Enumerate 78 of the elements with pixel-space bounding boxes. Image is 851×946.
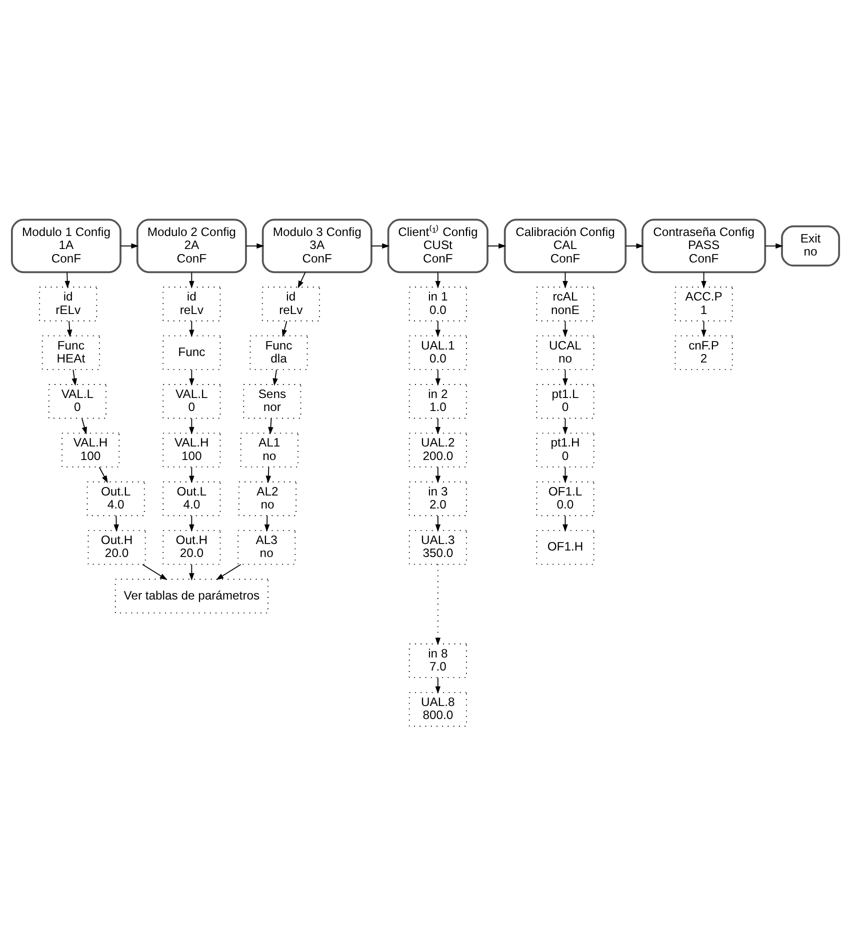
node-box: Contraseña Config PASS ConF — [642, 218, 766, 274]
arrow — [98, 466, 108, 484]
node-box: AL1 no — [240, 432, 298, 468]
arrow — [264, 515, 270, 532]
node-box: Modulo 3 Config 3A ConF — [262, 218, 372, 274]
arrow — [435, 564, 441, 646]
arrow — [435, 466, 441, 484]
node-box: Func dla — [250, 335, 308, 370]
arrow — [268, 418, 274, 435]
arrow — [72, 369, 77, 386]
arrow — [435, 515, 441, 532]
arrow — [120, 243, 139, 249]
node-box: Out.H 20.0 — [162, 530, 221, 565]
node-box: AL3 no — [238, 530, 296, 565]
arrow — [282, 320, 288, 338]
node-box: Out.L 4.0 — [162, 481, 221, 516]
node-box: in 2 1.0 — [408, 384, 467, 419]
arrow — [142, 564, 168, 580]
arrow — [371, 243, 390, 249]
arrow — [246, 243, 264, 249]
node-box: VAL.L 0 — [162, 384, 221, 419]
node-box: Modulo 1 Config 1A ConF — [10, 218, 122, 274]
node-box: Func — [162, 335, 221, 370]
node-box: AL2 no — [238, 481, 297, 516]
arrow — [189, 418, 194, 435]
arrow — [266, 466, 272, 484]
node-box: Calibración Config CAL ConF — [504, 218, 627, 274]
arrow — [701, 320, 706, 338]
node-box: VAL.H 100 — [62, 432, 120, 468]
node-box: in 1 0.0 — [408, 286, 467, 322]
node-box: Ver tablas de parámetros — [114, 578, 268, 614]
arrow — [82, 418, 87, 434]
arrow — [216, 564, 242, 580]
arrow — [435, 272, 441, 288]
arrow — [189, 320, 194, 338]
node-box: id rELv — [39, 286, 98, 322]
node-box: UAL.3 350.0 — [408, 530, 467, 565]
node-box: Sens nor — [243, 384, 302, 419]
node-box: in 3 2.0 — [408, 481, 467, 516]
node-box: VAL.L 0 — [48, 384, 106, 419]
arrow — [64, 272, 70, 288]
node-box: cnF.P 2 — [674, 335, 733, 370]
node-box: Out.H 20.0 — [88, 530, 146, 565]
node-box: rcAL nonE — [536, 286, 594, 322]
arrow — [189, 466, 194, 484]
arrow — [435, 369, 441, 386]
arrow — [189, 564, 194, 581]
node-box: id reLv — [162, 286, 221, 322]
arrow — [435, 677, 441, 694]
arrow — [701, 272, 706, 288]
arrow — [272, 369, 278, 386]
node-box: VAL.H 100 — [162, 432, 221, 468]
arrow — [298, 272, 306, 288]
arrow — [189, 272, 194, 288]
arrow — [66, 320, 72, 338]
node-box: Exit no — [781, 225, 840, 267]
arrow — [435, 320, 441, 338]
arrow — [765, 243, 784, 249]
node-box: UAL.8 800.0 — [408, 692, 467, 727]
node-box: in 8 7.0 — [408, 643, 467, 678]
node-box: Modulo 2 Config 2A ConF — [136, 218, 247, 274]
arrow — [435, 418, 441, 435]
node-box: OF1.H — [536, 530, 594, 565]
node-box: Func HEAt — [42, 335, 100, 370]
node-box: id reLv — [262, 286, 320, 322]
arrow — [625, 243, 644, 249]
node-box: pt1.L 0 — [536, 384, 594, 419]
node-box: UCAL no — [536, 335, 594, 370]
node-box: OF1.L 0.0 — [536, 481, 594, 516]
node-box: pt1.H 0 — [536, 432, 594, 468]
node-box: ACC.P 1 — [674, 286, 733, 322]
arrow — [189, 515, 194, 532]
node-box: UAL.1 0.0 — [408, 335, 467, 370]
node-box: Out.L 4.0 — [86, 481, 145, 516]
arrow — [487, 243, 506, 249]
arrow — [189, 369, 194, 386]
node-box: UAL.2 200.0 — [408, 432, 467, 468]
node-box: Client⁽¹⁾ Config CUSt ConF — [387, 218, 488, 274]
